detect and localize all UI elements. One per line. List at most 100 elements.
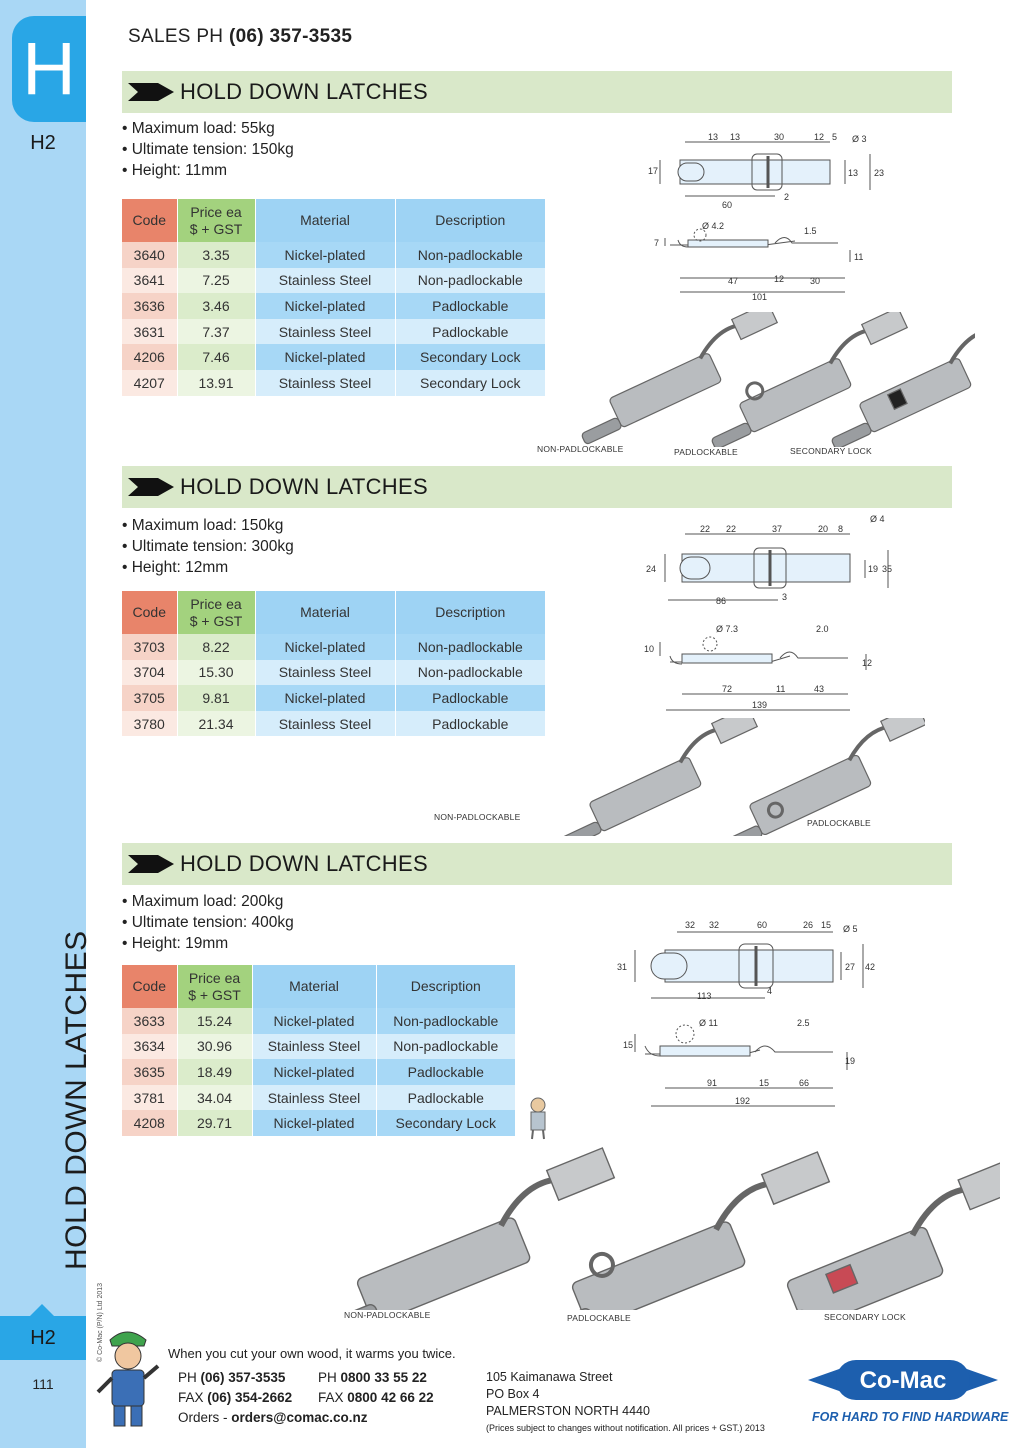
dim-label: 47 — [728, 276, 738, 286]
page-number: 111 — [32, 1376, 54, 1392]
dim-label: 2 — [784, 192, 789, 202]
footer-contact: PH (06) 357-3535 PH 0800 33 55 22 FAX (0… — [178, 1368, 434, 1428]
cell-code: 3641 — [122, 267, 177, 294]
dim-label: 30 — [774, 132, 784, 142]
spec-ultimate-tension: Ultimate tension: 150kg — [122, 139, 294, 160]
dim-label: 4 — [767, 986, 772, 996]
cell-description: Padlockable — [375, 1084, 515, 1111]
cell-code: 4208 — [122, 1110, 177, 1136]
dim-label: 13 — [708, 132, 718, 142]
dim-label: 10 — [644, 644, 654, 654]
spec-max-load: Maximum load: 200kg — [122, 891, 294, 912]
address-line: PO Box 4 — [486, 1387, 540, 1401]
dim-label: 24 — [646, 564, 656, 574]
table-header-row: Code Price ea $ + GST Material Descripti… — [122, 591, 545, 634]
cell-material: Nickel-plated — [251, 1059, 376, 1085]
col-code: Code — [122, 199, 177, 242]
cell-price: 34.04 — [176, 1084, 252, 1111]
arrow-icon — [128, 83, 174, 101]
dim-label: 22 — [700, 524, 710, 534]
cell-code: 3635 — [122, 1059, 177, 1085]
spec-bullets-3: Maximum load: 200kg Ultimate tension: 40… — [122, 891, 294, 954]
cell-material: Nickel-plated — [251, 1110, 376, 1136]
orders-email-link[interactable]: orders@comac.co.nz — [231, 1410, 368, 1425]
photo-label: NON-PADLOCKABLE — [434, 812, 521, 822]
spec-bullets-1: Maximum load: 55kg Ultimate tension: 150… — [122, 118, 294, 181]
col-price: Price ea $ + GST — [176, 591, 255, 634]
dim-label: 32 — [685, 920, 695, 930]
cell-price: 13.91 — [176, 369, 255, 396]
dim-label: 13 — [730, 132, 740, 142]
cell-code: 3631 — [122, 318, 177, 345]
cell-code: 3781 — [122, 1084, 177, 1111]
dim-label: Ø 3 — [852, 134, 867, 144]
dim-label: 43 — [814, 684, 824, 694]
tagline: FOR HARD TO FIND HARDWARE — [812, 1410, 1009, 1424]
cell-description: Padlockable — [394, 710, 545, 737]
sales-phone: (06) 357-3535 — [228, 26, 353, 47]
dim-label: 31 — [617, 962, 627, 972]
cell-material: Stainless Steel — [254, 267, 395, 294]
price-table-3: Code Price ea $ + GST Material Descripti… — [122, 965, 515, 1136]
latch-non-padlockable-image — [561, 718, 759, 836]
footer-quote: When you cut your own wood, it warms you… — [168, 1346, 456, 1361]
spec-max-load: Maximum load: 150kg — [122, 515, 294, 536]
dim-label: 66 — [799, 1078, 809, 1088]
cell-price: 3.35 — [176, 242, 255, 268]
disclaimer: (Prices subject to changes without notif… — [486, 1423, 765, 1433]
cell-code: 3704 — [122, 659, 177, 686]
cell-material: Nickel-plated — [254, 634, 395, 660]
col-description: Description — [394, 591, 545, 634]
cell-price: 30.96 — [176, 1033, 252, 1060]
cell-price: 9.81 — [176, 685, 255, 711]
dim-label: 139 — [752, 700, 767, 710]
cell-material: Stainless Steel — [254, 318, 395, 345]
latch-padlockable-image — [545, 1151, 831, 1310]
price-table-1: Code Price ea $ + GST Material Descripti… — [122, 199, 545, 396]
section-header-3: HOLD DOWN LATCHES — [122, 843, 952, 885]
cell-code: 3634 — [122, 1033, 177, 1060]
dim-label: 2.0 — [816, 624, 829, 634]
dim-label: Ø 5 — [843, 924, 858, 934]
cell-price: 7.46 — [176, 344, 255, 370]
dim-label: 91 — [707, 1078, 717, 1088]
dim-label: Ø 7.3 — [716, 624, 738, 634]
section-code-bottom: H2 — [30, 1327, 56, 1349]
col-description: Description — [375, 965, 515, 1008]
latch-photos-3 — [330, 1147, 1000, 1310]
section-header-2: HOLD DOWN LATCHES — [122, 466, 952, 508]
spec-height: Height: 11mm — [122, 160, 294, 181]
dim-label: 26 — [803, 920, 813, 930]
dim-label: 101 — [752, 292, 767, 302]
cell-code: 3640 — [122, 242, 177, 268]
cell-material: Stainless Steel — [251, 1033, 376, 1060]
cell-code: 3633 — [122, 1008, 177, 1034]
ph2-label: PH — [318, 1370, 337, 1385]
cell-material: Nickel-plated — [251, 1008, 376, 1034]
cell-price: 8.22 — [176, 634, 255, 660]
cell-code: 3636 — [122, 293, 177, 319]
latch-non-padlockable-image — [330, 1147, 616, 1310]
cell-description: Secondary Lock — [394, 344, 545, 370]
dim-label: Ø 4.2 — [702, 221, 724, 231]
orders-label: Orders - — [178, 1410, 228, 1425]
address-line: PALMERSTON NORTH 4440 — [486, 1404, 650, 1418]
dim-label: 27 — [845, 962, 855, 972]
fax2-label: FAX — [318, 1390, 344, 1405]
mascot-small-icon — [530, 1097, 546, 1140]
technical-drawing-1: 13 13 30 12 5 Ø 3 17 13 23 60 2 Ø 4.2 1.… — [648, 132, 884, 302]
cell-description: Padlockable — [394, 685, 545, 711]
cell-price: 7.25 — [176, 267, 255, 294]
col-material: Material — [254, 591, 395, 634]
section-title: HOLD DOWN LATCHES — [180, 474, 428, 499]
cell-price: 15.30 — [176, 659, 255, 686]
dim-label: 13 — [848, 168, 858, 178]
cell-price: 7.37 — [176, 318, 255, 345]
dim-label: 11 — [854, 252, 863, 262]
